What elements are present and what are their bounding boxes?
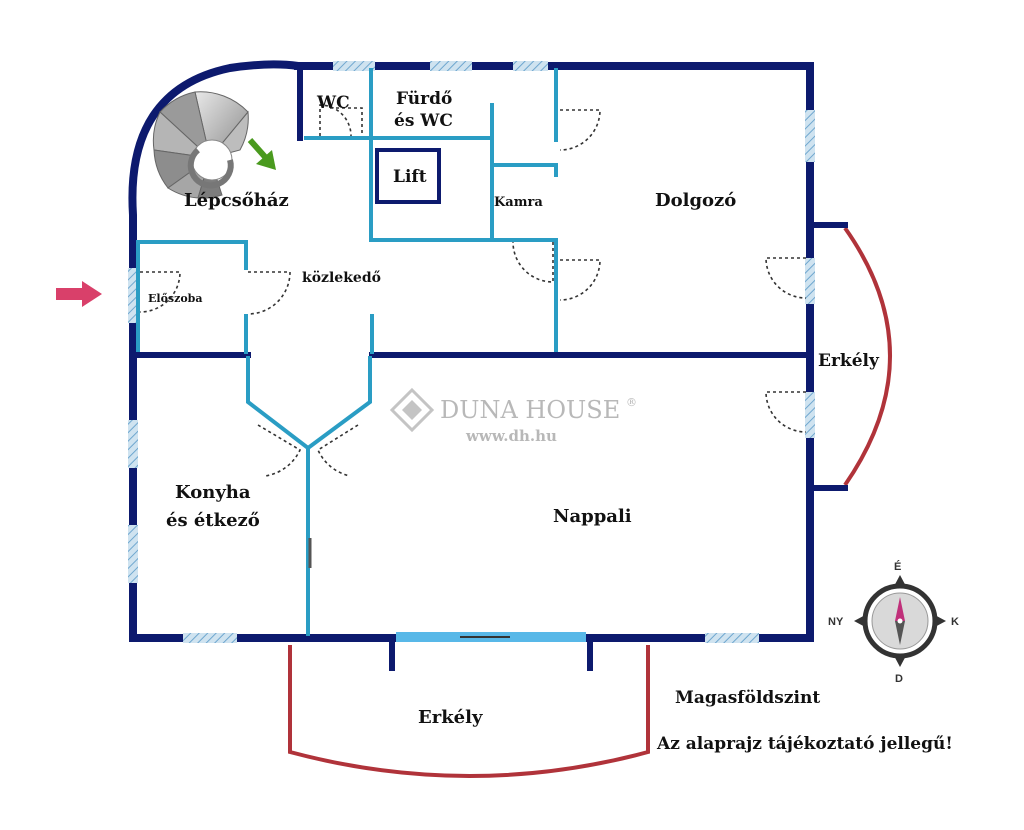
room-label-wc: WC xyxy=(316,93,350,113)
room-label-balcony-east: Erkély xyxy=(818,351,880,371)
duna-house-logo-icon xyxy=(389,387,435,433)
room-label-kitchen-line2: és étkező xyxy=(166,510,260,531)
room-label-entrance: Előszoba xyxy=(148,292,203,305)
watermark: DUNA HOUSE ® www.dh.hu xyxy=(389,387,637,445)
windows xyxy=(128,61,815,643)
entrance-arrow-icon xyxy=(56,281,102,307)
room-label-stairwell: Lépcsőház xyxy=(184,190,289,211)
balcony-south-outline xyxy=(288,645,650,778)
compass-south-label: D xyxy=(895,673,903,685)
compass-west-label: NY xyxy=(828,616,844,628)
inner-walls xyxy=(136,68,558,636)
room-label-bath-line2: és WC xyxy=(394,111,453,131)
spiral-staircase-icon xyxy=(152,91,249,199)
stair-direction-arrow-icon xyxy=(247,138,276,170)
watermark-brand: DUNA HOUSE xyxy=(440,396,620,424)
outer-wall xyxy=(128,60,814,642)
room-label-lift: Lift xyxy=(393,167,427,187)
room-label-hallway: közlekedő xyxy=(302,270,381,286)
room-label-bath-line1: Fürdő xyxy=(396,89,452,109)
room-label-study: Dolgozó xyxy=(655,190,736,211)
compass-east-label: K xyxy=(951,616,959,628)
watermark-url: www.dh.hu xyxy=(465,427,557,445)
lift-shaft xyxy=(375,148,441,204)
door-swings xyxy=(139,104,807,477)
balcony-east-outline xyxy=(843,226,892,487)
room-label-pantry: Kamra xyxy=(494,195,543,210)
compass-rose-icon xyxy=(854,575,946,667)
compass-north-label: É xyxy=(894,560,901,573)
watermark-registered: ® xyxy=(626,396,637,409)
room-label-kitchen-line1: Konyha xyxy=(175,482,251,503)
room-label-living: Nappali xyxy=(553,506,632,527)
disclaimer-note: Az alaprajz tájékoztató jellegű! xyxy=(656,734,953,754)
room-label-balcony-south: Erkély xyxy=(418,707,483,728)
floor-level-note: Magasföldszint xyxy=(675,688,820,708)
